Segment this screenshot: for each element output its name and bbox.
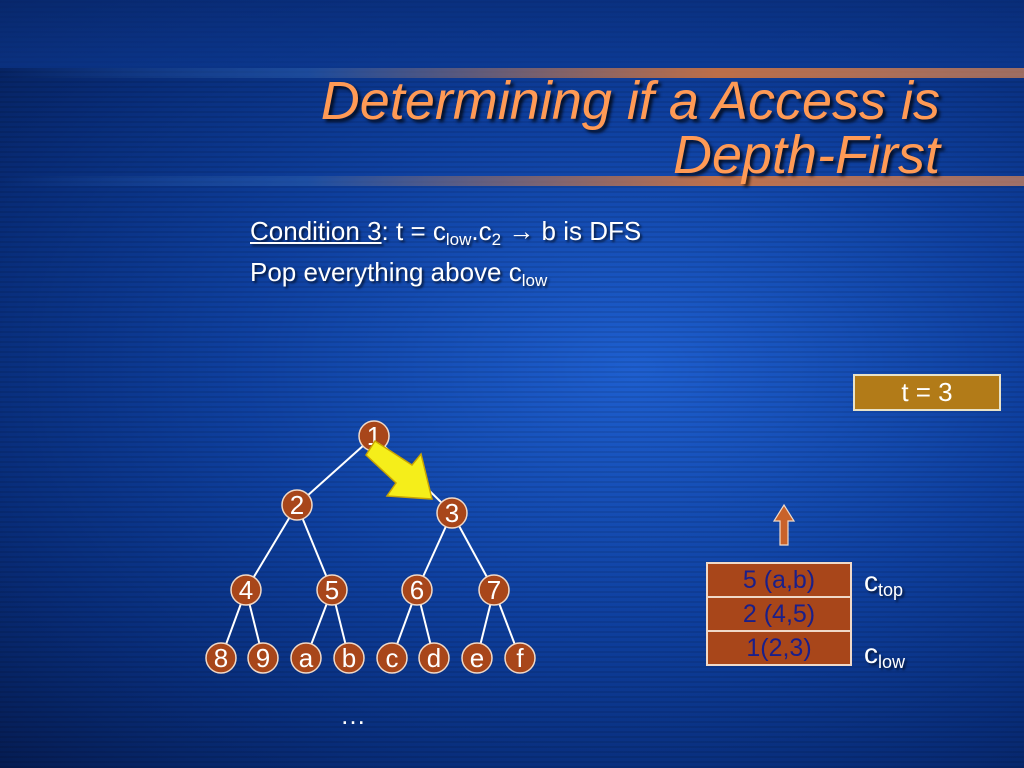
tree-node-label: 4 [239, 575, 253, 605]
c-low-sub: low [878, 652, 906, 672]
tree-node-b [333, 642, 365, 674]
tree-node-label: c [386, 643, 399, 673]
tree-edge [296, 435, 375, 506]
stack-row: 5 (a,b) [706, 562, 852, 598]
condition-name: Condition 3 [250, 216, 382, 246]
tree-node-3 [436, 497, 468, 529]
tree-node-8 [205, 642, 237, 674]
tree-node-4 [230, 574, 262, 606]
tree-node-f [504, 642, 536, 674]
t-value-box: t = 3 [853, 374, 1001, 411]
slide-title-line-2: Depth-First [672, 125, 940, 185]
stack-row: 1(2,3) [706, 630, 852, 666]
tree-node-label: e [470, 643, 484, 673]
title-stripe-top [0, 68, 1024, 78]
condition-tail: b is DFS [534, 216, 642, 246]
c-top-sub: top [878, 580, 904, 600]
stack: 5 (a,b) 2 (4,5) 1(2,3) [706, 562, 852, 666]
tree-node-label: 2 [290, 490, 304, 520]
condition-line: Condition 3: t = clow.c2 → b is DFS [250, 218, 641, 248]
right-arrow-icon: → [508, 216, 535, 246]
tree-node-label: d [427, 643, 441, 673]
condition-prefix: : t = c [381, 216, 446, 246]
pop-text: Pop everything above c [250, 257, 522, 287]
condition-sub-2: 2 [491, 230, 502, 249]
c-low-letter: c [864, 638, 878, 669]
tree-ellipsis: … [340, 700, 366, 730]
tree-node-c [376, 642, 408, 674]
traversal-arrow-shape [365, 439, 433, 500]
tree-node-9 [247, 642, 279, 674]
tree-node-label: 7 [487, 575, 501, 605]
tree-node-6 [401, 574, 433, 606]
tree-node-label: f [516, 643, 524, 673]
up-arrow-icon [772, 503, 796, 546]
tree-node-e [461, 642, 493, 674]
tree-node-label: 9 [256, 643, 270, 673]
stack-row: 2 (4,5) [706, 596, 852, 632]
slide-title-line-1: Determining if a Access is [320, 71, 940, 131]
tree-edges [220, 435, 521, 659]
top-band [0, 0, 1024, 68]
condition-dot-c: .c [471, 216, 492, 246]
tree-node-2 [281, 489, 313, 521]
c-top-letter: c [864, 566, 878, 597]
title-stripe-bottom [0, 176, 1024, 186]
tree-node-label: 3 [445, 498, 459, 528]
traversal-arrow-icon [365, 439, 433, 500]
tree-node-label: b [342, 643, 356, 673]
c-top-label: ctop [864, 566, 904, 600]
tree-node-d [418, 642, 450, 674]
up-arrow-shape [772, 503, 796, 546]
tree-node-7 [478, 574, 510, 606]
tree-node-label: 5 [325, 575, 339, 605]
tree-node-a [290, 642, 322, 674]
c-low-label: clow [864, 638, 906, 672]
tree-node-label: a [299, 643, 314, 673]
pop-line: Pop everything above clow [250, 259, 547, 289]
condition-sub-low: low [445, 230, 472, 249]
tree-node-label: 8 [214, 643, 228, 673]
tree-edge [245, 504, 298, 591]
tree-node-label: 6 [410, 575, 424, 605]
pop-sub: low [521, 271, 548, 290]
tree-node-5 [316, 574, 348, 606]
